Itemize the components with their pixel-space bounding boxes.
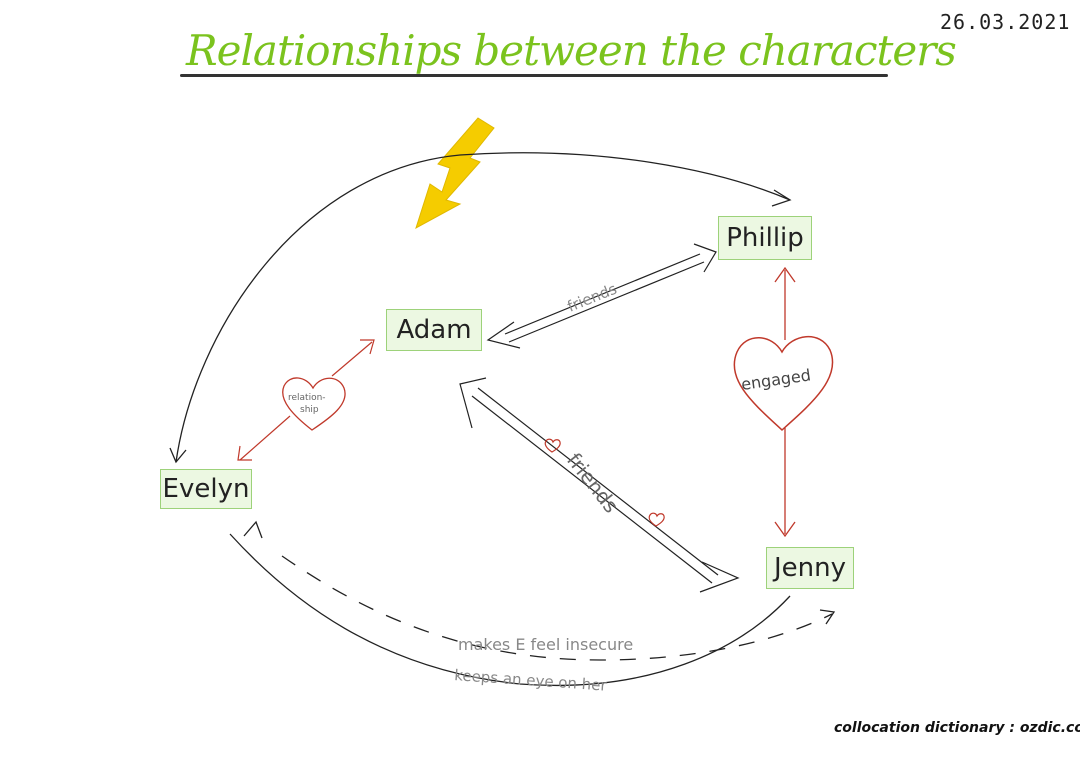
node-evelyn: Evelyn — [160, 469, 252, 509]
edge-adam-phillip — [486, 243, 717, 349]
title-underline — [180, 74, 888, 77]
node-phillip: Phillip — [718, 216, 812, 260]
edge-evelyn-jenny-dashed — [281, 555, 833, 661]
label-relationship: relation- ship — [288, 393, 328, 415]
footer-credit: collocation dictionary : ozdic.com — [834, 720, 1080, 736]
node-adam: Adam — [386, 309, 482, 351]
heart-icon-small-2 — [648, 512, 665, 527]
label-keeps-eye: keeps an eye on her — [454, 666, 608, 695]
arrowhead-jenny-bottom — [819, 609, 836, 625]
heart-icon-engaged — [733, 335, 834, 432]
page-title: Relationships between the characters — [186, 26, 957, 75]
node-jenny: Jenny — [766, 547, 854, 589]
arrowhead-evelyn-top — [169, 447, 187, 464]
edge-adam-evelyn — [237, 339, 375, 461]
heart-icon-small-1 — [544, 438, 561, 453]
label-friends-adam-phillip: friends — [565, 280, 620, 316]
arrowhead-evelyn-bottom — [243, 520, 263, 539]
date: 26.03.2021 — [940, 10, 1071, 34]
heart-icon-relationship — [282, 377, 346, 431]
lightning-bolt-icon — [415, 117, 495, 230]
label-friends-adam-jenny: friends — [562, 448, 623, 517]
edge-evelyn-phillip — [175, 152, 791, 463]
arrowhead-phillip — [771, 189, 792, 207]
label-makes-insecure: makes E feel insecure — [458, 635, 633, 654]
edge-phillip-jenny — [774, 266, 796, 538]
edge-adam-jenny — [459, 377, 740, 593]
edge-evelyn-jenny-solid — [229, 533, 791, 687]
